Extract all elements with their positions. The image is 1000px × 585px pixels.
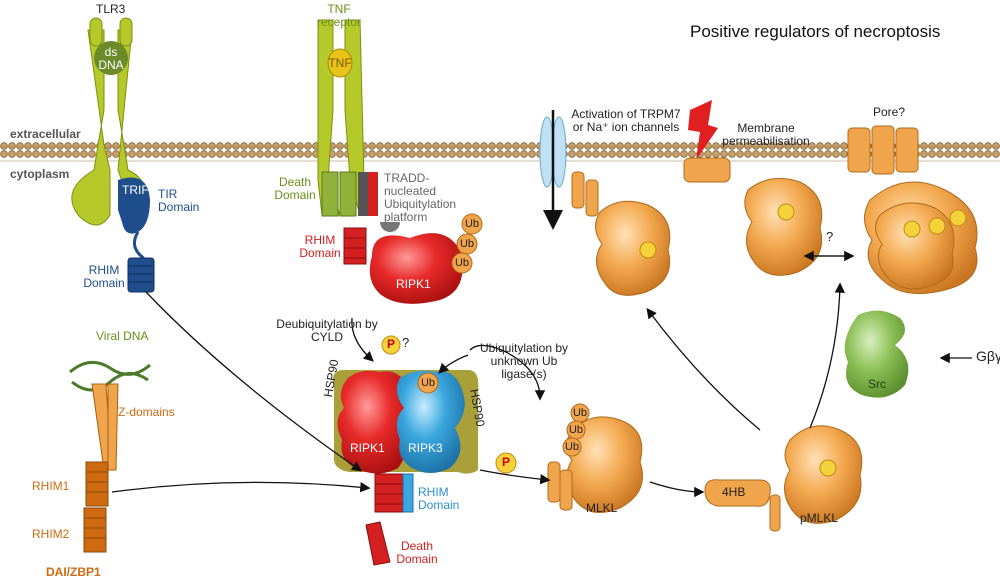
tradd-platform-label: TRADD-nucleated Ubiquitylation platform <box>384 171 457 224</box>
pmlkl-protein <box>704 425 863 532</box>
ub-label-1: Ub <box>464 218 480 230</box>
tlr3-rhim-label: RHIM Domain <box>83 263 125 290</box>
death-domain-label: Death Domain <box>274 175 316 202</box>
tlr3-receptor <box>71 17 155 293</box>
necrosome-complex <box>333 335 479 566</box>
tnf-rhim-block <box>343 227 367 265</box>
pmlkl-label: pMLKL <box>800 511 839 525</box>
tlr3-label: TLR3 <box>96 2 126 16</box>
ripk1-complex-label: RIPK1 <box>350 441 385 455</box>
ripk1-top-label: RIPK1 <box>396 277 431 291</box>
pore-question-label: ? <box>826 229 834 244</box>
tradd-block <box>358 172 368 216</box>
ub-complex-label: Ub <box>420 377 436 389</box>
z-domains-label: Z-domains <box>118 405 175 419</box>
membrane-permeabilisation-label: Membrane permeabilisation <box>722 121 810 148</box>
4hb-label: 4HB <box>722 485 746 499</box>
src-kinase <box>844 310 909 398</box>
tnf-ligand-label: TNF <box>328 56 352 70</box>
ion-channel-activation-label: Activation of TRPM7 or Na⁺ ion channels <box>571 107 681 134</box>
tlr3-rhim-block <box>127 257 155 293</box>
complex-question-label: ? <box>402 335 410 350</box>
viral-dna-label: Viral DNA <box>96 329 149 343</box>
tnf-receptor-label: TNF receptor <box>316 2 362 29</box>
ripk1-protein-top <box>369 233 463 304</box>
ub-mlkl-label-2: Ub <box>568 424 584 436</box>
ub-label-2: Ub <box>459 238 475 250</box>
diagram-title: Positive regulators of necroptosis <box>690 22 941 41</box>
complex-p-label: P <box>386 337 395 351</box>
tnf-ligand <box>327 48 353 78</box>
mlkl-at-channel <box>571 171 671 296</box>
pathway-arrows <box>111 250 972 498</box>
dsdna-ligand <box>94 41 128 75</box>
dai-zbp1-label: DAI/ZBP1 <box>46 565 101 579</box>
complex-rhim-label: RHIM Domain <box>418 485 460 512</box>
rhim2-label: RHIM2 <box>32 527 70 541</box>
dai-zbp1 <box>69 360 151 553</box>
complex-death-domain-label: Death Domain <box>396 539 438 566</box>
mlkl-label: MLKL <box>586 501 618 515</box>
ripk3-complex-label: RIPK3 <box>408 441 443 455</box>
trif-label: TRIF <box>122 183 149 197</box>
trif-protein <box>118 177 150 234</box>
ub-label-3: Ub <box>454 257 470 269</box>
mlkl-permeabilisation <box>683 100 823 276</box>
dsdna-label: ds DNA <box>98 45 124 72</box>
mlkl-pore <box>847 125 978 295</box>
deubiquitylation-label: Deubiquitylation by CYLD <box>276 317 378 344</box>
rhim1-label: RHIM1 <box>32 479 70 493</box>
ubiquitylation-label: Ubiquitylation by unknown Ub ligase(s) <box>479 341 569 381</box>
extracellular-label: extracellular <box>10 127 81 141</box>
pore-label: Pore? <box>873 105 906 119</box>
ub-mlkl-label-1: Ub <box>572 407 588 419</box>
tir-domain-label: TIR Domain <box>158 187 200 214</box>
tnf-receptor <box>317 19 483 304</box>
ion-channel <box>539 110 567 230</box>
g-beta-gamma-label: Gβγ <box>976 348 1000 364</box>
cytoplasm-label: cytoplasm <box>10 167 70 181</box>
tnf-rhim-label: RHIM Domain <box>299 233 341 260</box>
src-label: Src <box>868 377 886 391</box>
mlkl-protein <box>495 403 643 513</box>
ub-mlkl-label-3: Ub <box>564 441 580 453</box>
plasma-membrane <box>0 139 1000 169</box>
mlkl-p-label: P <box>501 455 510 469</box>
